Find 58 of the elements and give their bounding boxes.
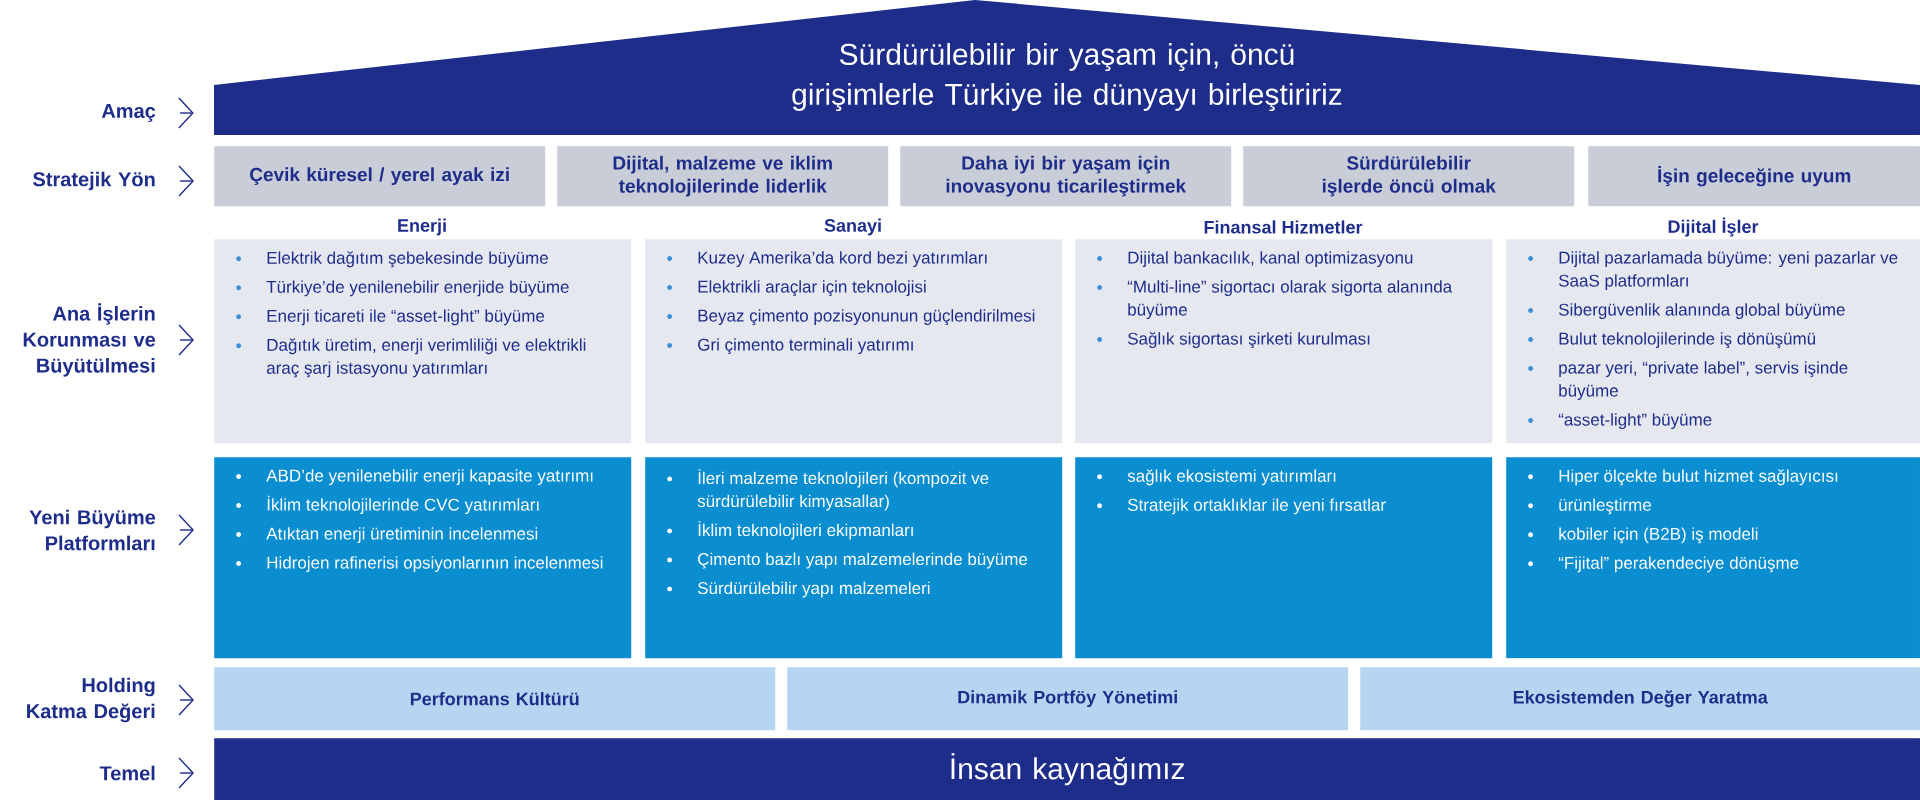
growth-card (214, 457, 632, 659)
business-card (645, 239, 1063, 444)
bullet-item: Hidrojen rafinerisi opsiyonlarının incelenmesi (267, 556, 603, 573)
bullet-item: Dağıtık üretim, enerji verimliliği ve elektrikli araç şarj istasyonu yatırımları (266, 338, 586, 378)
bullet-item: Gri çimento terminali yatırımı (698, 338, 913, 355)
row-label: Amaç (101, 104, 156, 122)
bullet-item: ABD’de yenilenebilir enerji kapasite yatırımı (266, 469, 593, 486)
bullet-item: Enerji ticareti ile “asset-light” büyüme (267, 309, 545, 326)
business-card (214, 239, 632, 444)
row-label: Yeni Büyüme Platformları (29, 509, 156, 551)
bullet-item: İleri malzeme teknolojileri (kompozit ve sürdürülebilir kimyasallar) (697, 469, 989, 511)
bullet-item: Dijital pazarlamada büyüme: yeni pazarlar ve SaaS platformları (1559, 251, 1898, 291)
bullet-item: pazar yeri, “private label”, servis işinde büyüme (1559, 361, 1848, 401)
bullet-item: Dijital bankacılık, kanal optimizasyonu (1128, 251, 1413, 268)
bullet-item: Bulut teknolojilerinde iş dönüşümü (1559, 332, 1816, 349)
strategy-box: Sürdürülebilir işlerde öncü olmak (1243, 146, 1575, 207)
bullet-item: Sürdürülebilir yapı malzemeleri (698, 581, 930, 598)
strategy-box: İşin geleceğine uyum (1588, 146, 1920, 207)
bullet-item: Sibergüvenlik alanında global büyüme (1559, 303, 1845, 320)
bullet-item: Elektrik dağıtım şebekesinde büyüme (267, 251, 548, 268)
row-label: Temel (99, 765, 155, 781)
bullet-item: İklim teknolojilerinde CVC yatırımları (267, 495, 539, 515)
bullet-item: kobiler için (B2B) iş modeli (1559, 527, 1758, 544)
business-card (1075, 239, 1493, 444)
bullet-item: Beyaz çimento pozisyonunun güçlendirilmesi (698, 309, 1035, 326)
row-label: Holding Katma Değeri (27, 677, 155, 723)
growth-card (645, 457, 1063, 659)
column-heading: Enerji (398, 218, 446, 236)
strategy-box: Daha iyi bir yaşam için inovasyonu ticarileştirmek (900, 146, 1232, 207)
bullet-item: Çimento bazlı yapı malzemelerinde büyüme (698, 552, 1028, 569)
strategy-box: Çevik küresel / yerel ayak izi (214, 146, 546, 207)
bullet-item: Stratejik ortaklıklar ile yeni fırsatlar (1128, 498, 1386, 515)
bullet-item: Atıktan enerji üretiminin incelenmesi (266, 527, 538, 544)
bullet-item: İklim teknolojileri ekipmanları (698, 521, 913, 540)
bullet-item: “Fijital” perakendeciye dönüşme (1558, 556, 1799, 573)
growth-card (1075, 457, 1493, 659)
growth-card (1506, 457, 1920, 659)
bullet-item: “Multi-line” sigortacı olarak sigorta alanında büyüme (1127, 280, 1453, 320)
bullet-item: Türkiye’de yenilenebilir enerjide büyüme (266, 280, 569, 297)
bullet-item: “asset-light” büyüme (1558, 413, 1712, 430)
roof-banner: Sürdürülebilir bir yaşam için, öncü girişimlerle Türkiye ile dünyayı birleştiririz (214, 0, 1920, 135)
row-label: Stratejik Yön (33, 171, 155, 191)
value-box: Ekosistemden Değer Yaratma (1360, 667, 1920, 731)
foundation-band: İnsan kaynağımız (214, 738, 1920, 800)
bullet-item: Elektrikli araçlar için teknolojisi (698, 280, 926, 297)
value-box: Dinamik Portföy Yönetimi (787, 667, 1349, 731)
business-card (1506, 239, 1920, 444)
bullet-item: sağlık ekosistemi yatırımları (1127, 469, 1336, 486)
row-label: Ana İşlerin Korunması ve Büyütülmesi (23, 303, 156, 377)
bullet-item: Hiper ölçekte bulut hizmet sağlayıcısı (1559, 469, 1838, 486)
bullet-item: ürünleştirme (1559, 498, 1651, 515)
strategy-box: Dijital, malzeme ve iklim teknolojilerinde liderlik (557, 146, 889, 207)
column-heading: Dijital İşler (1668, 217, 1759, 237)
value-box: Performans Kültürü (214, 667, 776, 731)
bullet-item: Kuzey Amerika’da kord bezi yatırımları (698, 251, 987, 268)
bullet-item: Sağlık sigortası şirketi kurulması (1128, 332, 1370, 349)
column-heading: Sanayi (824, 218, 881, 236)
column-heading: Finansal Hizmetler (1204, 220, 1363, 234)
